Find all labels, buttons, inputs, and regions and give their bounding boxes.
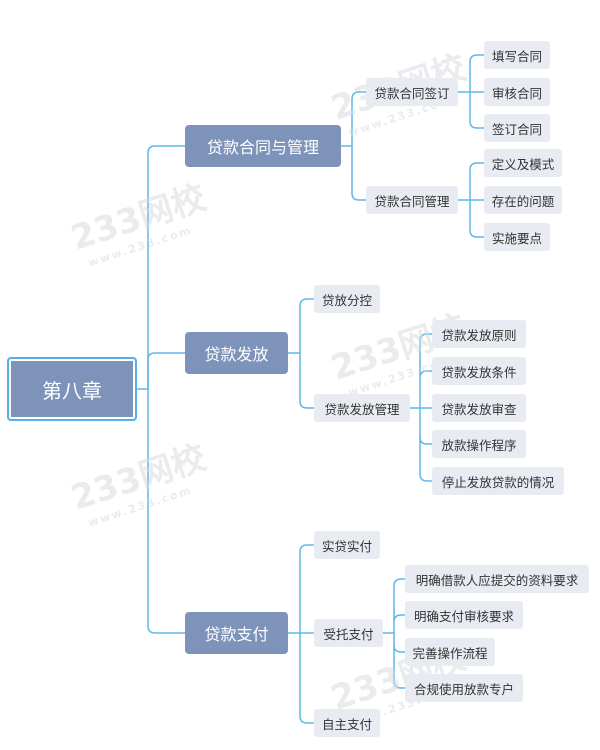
- node-loan-disbursement[interactable]: 贷款发放: [185, 332, 288, 374]
- link-contract-management: [351, 146, 366, 201]
- link-root-contract: [137, 145, 185, 390]
- link-disb-management: [299, 353, 314, 409]
- node-disb-item[interactable]: 贷款发放条件: [432, 357, 526, 385]
- node-pay-entrusted[interactable]: 受托支付: [314, 619, 383, 647]
- node-disb-item[interactable]: 停止发放贷款的情况: [432, 467, 564, 495]
- link-pay-real: [288, 544, 314, 634]
- node-entrusted-item[interactable]: 合规使用放款专户: [405, 674, 523, 702]
- node-disb-control[interactable]: 贷放分控: [314, 285, 380, 313]
- node-management-item[interactable]: 存在的问题: [484, 186, 562, 214]
- link-root-disbursement: [147, 352, 185, 389]
- node-management-item[interactable]: 定义及模式: [484, 149, 562, 177]
- link-management-items: [458, 162, 484, 238]
- link-disb-items: [410, 333, 432, 482]
- node-loan-payment[interactable]: 贷款支付: [185, 612, 288, 654]
- node-contract-signing[interactable]: 贷款合同签订: [366, 78, 458, 106]
- link-contract-signing: [341, 91, 366, 147]
- node-disb-item[interactable]: 贷款发放原则: [432, 320, 526, 348]
- link-entrusted-items: [383, 578, 405, 689]
- node-disb-item[interactable]: 放款操作程序: [432, 430, 526, 458]
- node-management-item[interactable]: 实施要点: [484, 223, 550, 251]
- node-entrusted-item[interactable]: 明确借款人应提交的资料要求: [405, 565, 589, 593]
- root-node[interactable]: 第八章: [7, 357, 137, 421]
- link-disb-control: [288, 298, 314, 354]
- link-pay-self: [299, 633, 314, 724]
- node-disb-item[interactable]: 贷款发放审查: [432, 394, 526, 422]
- node-contract-management[interactable]: 贷款合同管理: [366, 186, 458, 214]
- node-entrusted-item[interactable]: 完善操作流程: [405, 638, 495, 666]
- node-signing-item[interactable]: 审核合同: [484, 78, 550, 106]
- node-signing-item[interactable]: 签订合同: [484, 114, 550, 142]
- link-root-payment: [147, 389, 185, 634]
- node-entrusted-item[interactable]: 明确支付审核要求: [405, 601, 523, 629]
- node-disb-management[interactable]: 贷款发放管理: [314, 394, 410, 422]
- node-loan-contract[interactable]: 贷款合同与管理: [185, 125, 341, 167]
- node-pay-real[interactable]: 实贷实付: [314, 531, 380, 559]
- link-signing-items: [458, 54, 484, 129]
- node-pay-self[interactable]: 自主支付: [314, 709, 380, 737]
- node-signing-item[interactable]: 填写合同: [484, 41, 550, 69]
